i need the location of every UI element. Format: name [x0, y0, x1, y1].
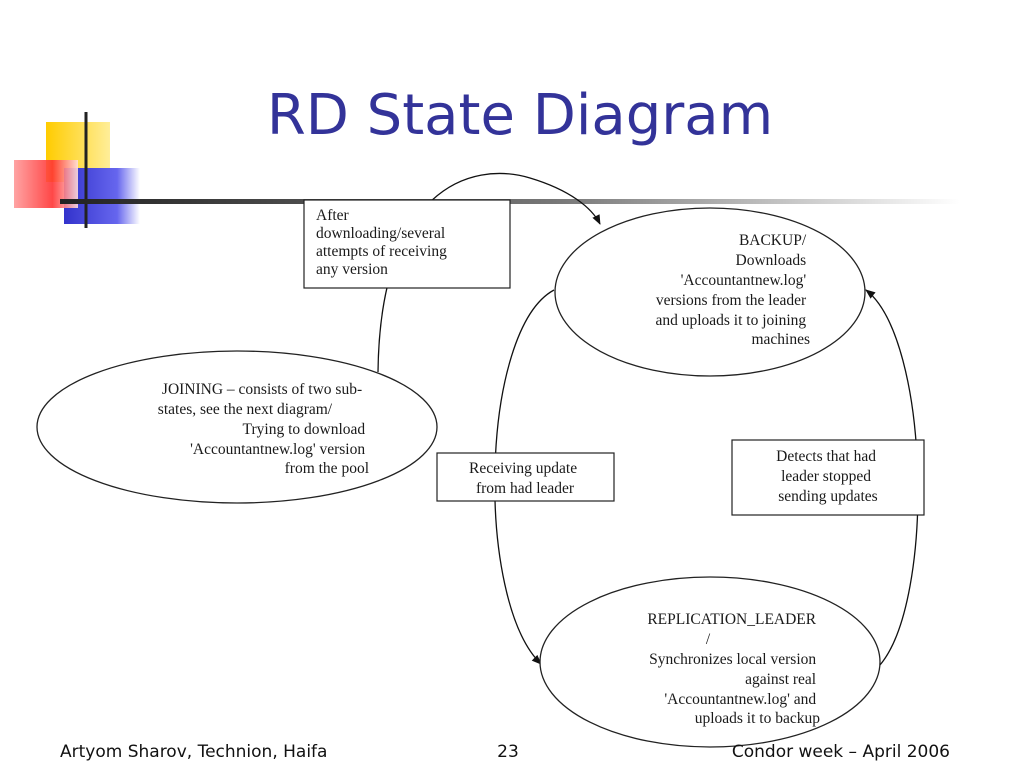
state-joining-line-1: JOINING – consists of two sub-	[162, 381, 362, 398]
svg-text:BACKUP/ Downloads: BACKUP/ Downloads 'Accountantnew.log' ve…	[655, 232, 810, 348]
state-backup-line-3: 'Accountantnew.log'	[681, 272, 807, 289]
state-joining-line-5: from the pool	[285, 460, 369, 477]
state-backup-line-2: Downloads	[736, 252, 807, 269]
label-leader-to-backup-line-2: leader stopped	[781, 468, 871, 485]
state-leader-line-3: Synchronizes local version	[649, 651, 816, 668]
label-joining-to-backup: After downloading/several attempts of re…	[303, 199, 511, 289]
state-leader-line-1: REPLICATION_LEADER	[647, 611, 816, 628]
state-replication-leader: REPLICATION_LEADER / Synchronizes local …	[539, 576, 881, 748]
svg-text:JOINING – consists of two sub-: JOINING – consists of two sub- states, s…	[158, 381, 369, 477]
label-backup-to-leader-line-2: from had leader	[476, 480, 575, 497]
svg-text:Detects that had leade: Detects that had leader stopped sending …	[776, 448, 880, 505]
label-leader-to-backup-line-1: Detects that had	[776, 448, 876, 465]
label-joining-to-backup-line-3: attempts of receiving	[316, 243, 447, 260]
state-leader-line-5: 'Accountantnew.log' and	[664, 691, 816, 708]
label-leader-to-backup: Detects that had leader stopped sending …	[731, 439, 925, 516]
state-backup-line-1: BACKUP/	[739, 232, 807, 249]
slide-logo	[14, 112, 140, 228]
svg-text:Receiving update from: Receiving update from had leader	[469, 460, 581, 497]
page-title: RD State Diagram	[266, 83, 774, 148]
svg-text:REPLICATION_LEADER /: REPLICATION_LEADER / Synchronizes local …	[647, 611, 820, 727]
state-backup-line-6: machines	[751, 331, 810, 348]
state-backup-line-5: and uploads it to joining	[655, 312, 806, 329]
footer-page-number: 23	[497, 742, 519, 762]
footer-author: Artyom Sharov, Technion, Haifa	[60, 742, 328, 762]
state-joining-line-2: states, see the next diagram/	[158, 401, 333, 418]
state-joining-line-4: 'Accountantnew.log' version	[190, 441, 365, 458]
state-joining-line-3: Trying to download	[243, 421, 366, 438]
label-backup-to-leader-line-1: Receiving update	[469, 460, 577, 477]
state-leader-line-6: uploads it to backup	[695, 710, 821, 727]
state-joining: JOINING – consists of two sub- states, s…	[36, 350, 438, 504]
footer-event: Condor week – April 2006	[731, 742, 950, 762]
state-leader-line-4: against real	[745, 671, 816, 688]
label-leader-to-backup-line-3: sending updates	[778, 488, 877, 505]
label-joining-to-backup-line-4: any version	[316, 261, 388, 278]
state-backup: BACKUP/ Downloads 'Accountantnew.log' ve…	[554, 207, 866, 377]
label-joining-to-backup-line-2: downloading/several	[316, 225, 445, 242]
state-leader-line-2: /	[706, 631, 711, 648]
label-backup-to-leader: Receiving update from had leader	[436, 452, 615, 502]
label-joining-to-backup-line-1: After	[316, 207, 350, 224]
svg-text:After downloading/seve: After downloading/several attempts of re…	[316, 207, 451, 278]
state-backup-line-4: versions from the leader	[656, 292, 807, 309]
